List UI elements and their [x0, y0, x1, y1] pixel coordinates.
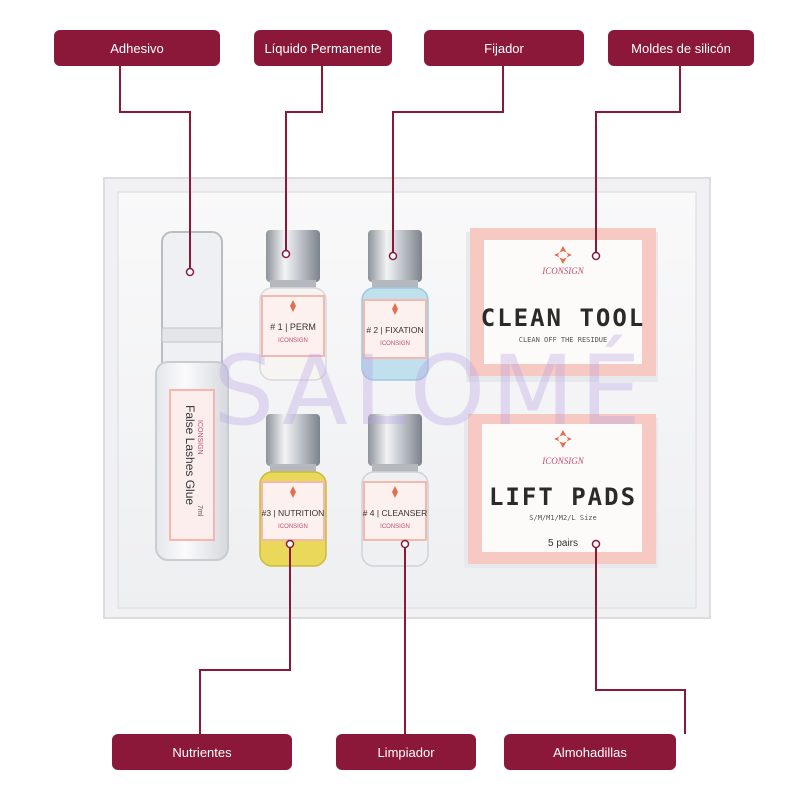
- leader-dot: [285, 539, 295, 549]
- leader-almohadillas: [595, 544, 686, 734]
- iconsign-logo-icon: [392, 486, 398, 498]
- nutrition-text: #3 | NUTRITION: [262, 508, 325, 518]
- callout-limpiador: Limpiador: [336, 734, 476, 770]
- callout-text: Fijador: [484, 41, 524, 56]
- callout-box: [336, 734, 476, 770]
- nutrition-cap: [266, 414, 320, 466]
- clean-tool-brand: ICONSIGN: [541, 266, 584, 276]
- callout-nutrientes: Nutrientes: [112, 734, 292, 770]
- callout-fijador: Fijador: [424, 30, 584, 66]
- iconsign-logo-icon: [392, 303, 398, 315]
- leader-fijador: [392, 66, 504, 256]
- glue-brand: ICONSIGN: [196, 420, 203, 455]
- glue-volume: 7ml: [196, 505, 203, 517]
- nutrition-cap-collar: [270, 464, 316, 474]
- callout-box: [504, 734, 676, 770]
- callout-box: [54, 30, 220, 66]
- leader-dot: [591, 539, 601, 549]
- lift-pads-title: LIFT PADS: [489, 483, 637, 511]
- perm-text: # 1 | PERM: [270, 322, 316, 332]
- clean-tool-title: CLEAN TOOL: [481, 304, 646, 332]
- callout-text: Almohadillas: [553, 745, 627, 760]
- perm-bottle: # 1 | PERM ICONSIGN: [259, 230, 327, 381]
- watermark: SALOMÉ: [213, 334, 647, 447]
- leader-dot: [281, 249, 291, 259]
- callout-box: [254, 30, 392, 66]
- iconsign-logo-icon: [554, 246, 572, 264]
- cleanser-brand: ICONSIGN: [380, 524, 410, 530]
- perm-cap-collar: [270, 280, 316, 290]
- leader-nutrientes: [199, 544, 291, 734]
- cleanser-bottle: # 4 | CLEANSER ICONSIGN: [361, 414, 429, 567]
- callout-text: Nutrientes: [172, 745, 232, 760]
- callout-box: [112, 734, 292, 770]
- iconsign-logo-icon: [554, 430, 572, 448]
- callout-moldes: Moldes de silicón: [608, 30, 754, 66]
- callout-liquido: Líquido Permanente: [254, 30, 392, 66]
- glue-label: [169, 389, 215, 541]
- lift-pads-count: 5 pairs: [548, 538, 578, 549]
- leader-dot: [388, 251, 398, 261]
- iconsign-logo-icon: [290, 300, 296, 312]
- clean-tool-box: ICONSIGN CLEAN TOOL CLEAN OFF THE RESIDU…: [466, 228, 658, 382]
- cleanser-text: # 4 | CLEANSER: [363, 508, 428, 518]
- fixation-brand: ICONSIGN: [380, 341, 410, 347]
- cleanser-cap: [368, 414, 422, 466]
- fixation-bottle: # 2 | FIXATION ICONSIGN: [361, 230, 429, 381]
- fixation-cap-collar: [372, 280, 418, 290]
- callout-almohadillas: Almohadillas: [504, 734, 676, 770]
- callout-text: Limpiador: [377, 745, 435, 760]
- callout-text: Líquido Permanente: [264, 41, 381, 56]
- iconsign-logo-icon: [290, 486, 296, 498]
- callout-text: Adhesivo: [110, 41, 163, 56]
- cleanser-cap-collar: [372, 464, 418, 474]
- leader-dot: [591, 251, 601, 261]
- callout-text: Moldes de silicón: [631, 41, 731, 56]
- glue-bottle: False Lashes Glue ICONSIGN 7ml: [155, 231, 229, 561]
- perm-cap: [266, 230, 320, 282]
- lift-pads-box: ICONSIGN LIFT PADS S/M/M1/M2/L Size 5 pa…: [464, 414, 658, 568]
- lift-pads-brand: ICONSIGN: [541, 456, 584, 466]
- leader-dot: [400, 539, 410, 549]
- perm-brand: ICONSIGN: [278, 338, 308, 344]
- callout-box: [608, 30, 754, 66]
- glue-name: False Lashes Glue: [183, 405, 197, 505]
- nutrition-brand: ICONSIGN: [278, 524, 308, 530]
- leader-adhesivo: [119, 66, 191, 272]
- callout-box: [424, 30, 584, 66]
- leader-liquido: [285, 66, 323, 254]
- leader-moldes: [595, 66, 681, 256]
- nutrition-bottle: #3 | NUTRITION ICONSIGN: [259, 414, 327, 567]
- clean-tool-subtitle: CLEAN OFF THE RESIDUE: [519, 336, 608, 344]
- fixation-text: # 2 | FIXATION: [366, 325, 423, 335]
- lift-pads-sizes: S/M/M1/M2/L Size: [529, 514, 596, 522]
- leader-dot: [185, 267, 195, 277]
- callout-adhesivo: Adhesivo: [54, 30, 220, 66]
- glue-cap-band: [161, 327, 223, 343]
